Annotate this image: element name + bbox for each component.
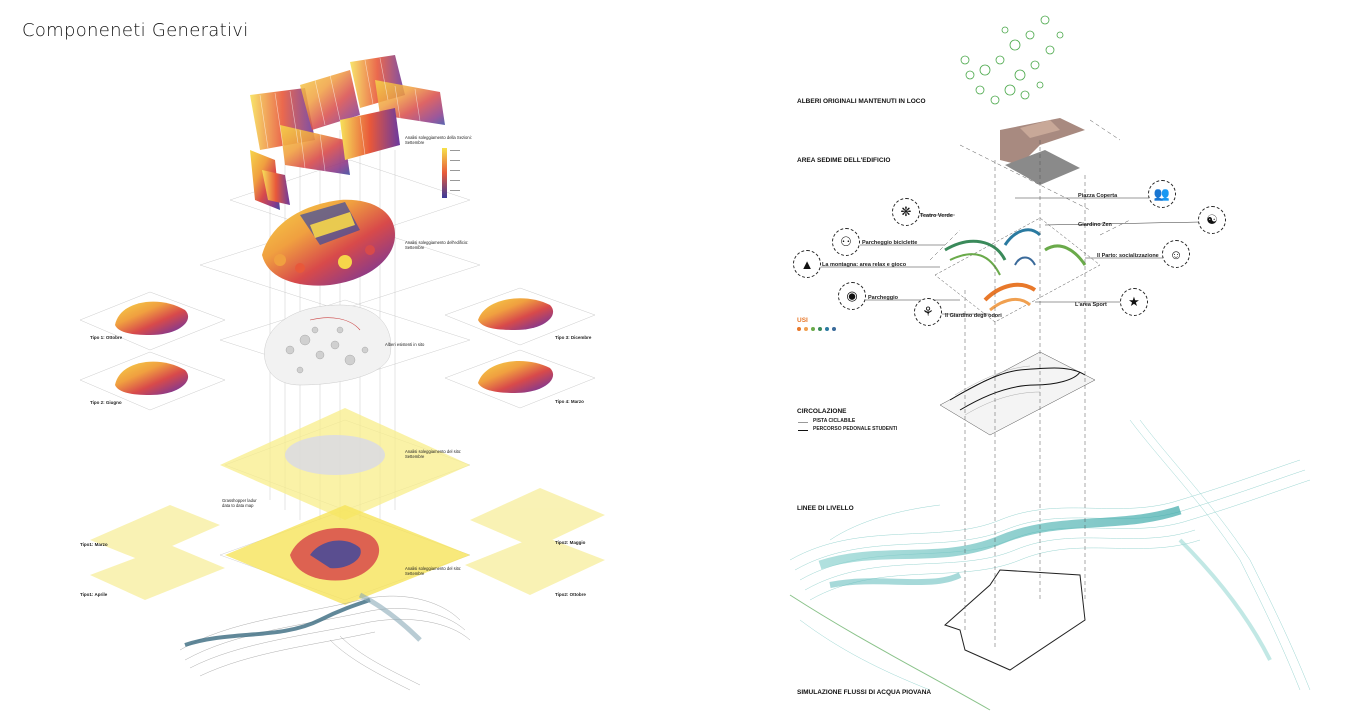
use-bike-parking-label: Parcheggio biciclette [862,240,918,246]
type-terrain-4 [444,349,596,409]
trees-label: Alberi esistenti in sito [385,342,425,347]
season-3-label: Tipo2: Maggio [555,540,586,545]
site-sun-label-2: Analisi soleggiamento del sito:Settembre [405,566,462,576]
legend-cycle-path: PISTA CICLABILE [813,418,856,424]
colour-scale-bar [442,148,447,198]
legend-dot [832,327,836,331]
site-sun-heat-layer [225,505,470,605]
legend-line-pedestrian [798,430,808,431]
legend-dot [797,327,801,331]
legend-dot [804,327,808,331]
rain-layer-label: SIMULAZIONE FLUSSI DI ACQUA PIOVANA [797,689,932,696]
shadow-structure [250,55,445,210]
legend-line-cycle [798,422,808,423]
water-flow-left [184,598,371,647]
use-montagna-label: La montagna: area relax e gioco [822,262,907,268]
zen-meditation-icon: ☯ [1198,206,1226,234]
legend-dot [825,327,829,331]
parking-icon: ◉ [838,282,866,310]
uses-title: USI [797,317,808,324]
uses-layer [934,217,1101,323]
use-odori-label: Il Giardino degli odori [945,313,1002,319]
building-footprint [1000,118,1085,185]
type-3-label: Tipo 3: Dicembre [555,335,592,340]
rain-flow [818,505,1182,570]
contour-layer-label: LINEE DI LIVELLO [797,505,854,512]
season-2-label: Tipo1: Aprile [80,592,108,597]
contour-layer [789,419,1311,691]
footprint-layer-label: AREA SEDIME DELL'EDIFICIO [797,157,891,164]
side-sun-maps [90,488,605,600]
type-terrain-1 [79,291,226,351]
piazza-people-icon: 👥 [1148,180,1176,208]
trees-layer [264,304,392,386]
site-sun-label: Analisi soleggiamento del sito:Settembre [405,449,462,459]
circulation-layer [939,351,1096,436]
legend-pedestrian-path: PERCORSO PEDONALE STUDENTI [813,426,898,432]
garden-person-icon: ⚘ [914,298,942,326]
use-teatro-label: Teatro Verde [920,213,953,219]
use-sport-label: L'area Sport [1075,302,1107,308]
legend-dot [818,327,822,331]
bicycle-icon: ⚇ [832,228,860,256]
building-shadow-label: Analisi soleggiamento dell'edificio:Sett… [405,240,469,250]
season-1-label: Tipo1: Marzo [80,542,108,547]
circulation-layer-label: CIRCOLAZIONE [797,408,847,415]
contour-base [179,595,471,691]
use-parco-label: Il Parto: socializzazione [1097,253,1159,259]
type-2-label: Tipo 2: Giugno [90,400,122,405]
type-4-label: Tipo 4: Marzo [555,399,584,404]
use-piazza-label: Piazza Coperta [1078,193,1118,199]
family-icon: ☺ [1162,240,1190,268]
type-terrain-3 [444,287,596,346]
shadow-structure-label: Analisi soleggiamento della Sezioni:Sett… [405,135,472,145]
uses-color-legend [797,327,836,331]
building-shadow-terrain [262,199,395,286]
mountain-icon: ▲ [793,250,821,278]
site-boundary [944,569,1086,671]
trees-cluster [960,15,1064,105]
legend-dot [811,327,815,331]
use-parking-label: Parcheggio [868,295,898,301]
page-title: Componeneti Generativi [22,20,249,41]
running-icon: ★ [1120,288,1148,316]
trees-layer-label: ALBERI ORIGINALI MANTENUTI IN LOCO [797,98,926,105]
use-giardino-zen-label: Giardino Zen [1078,222,1112,228]
season-4-label: Tipo2: Ottobre [555,592,586,597]
dancer-icon: ❋ [892,198,920,226]
site-sun-layer [220,408,470,520]
type-terrain-2 [79,351,226,411]
type-1-label: Tipo 1: Ottobre [90,335,123,340]
